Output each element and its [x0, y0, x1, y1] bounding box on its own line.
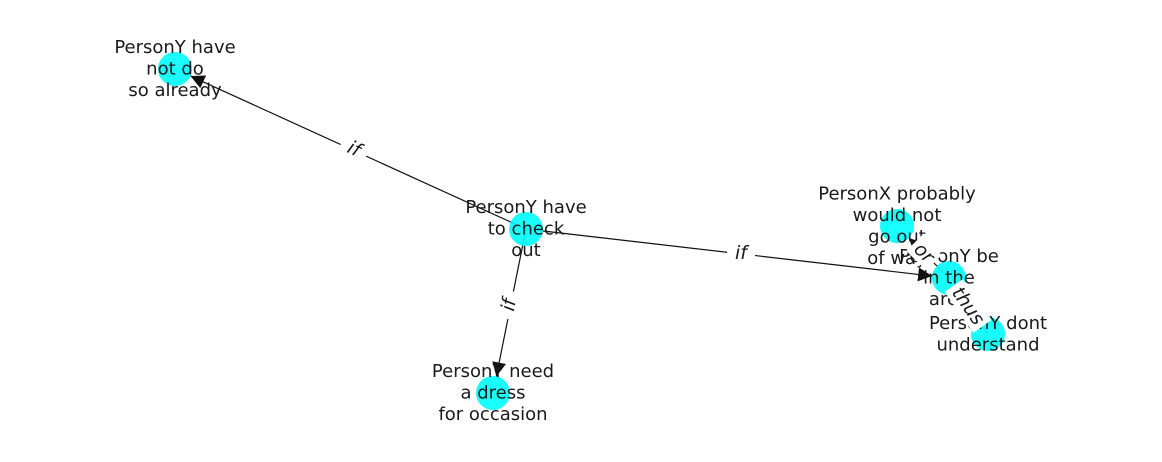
edge-label-group: if — [495, 289, 523, 321]
node-label-line: out — [511, 240, 540, 261]
node-label-line: understand — [936, 334, 1039, 355]
node-label-line: PersonY need — [432, 361, 554, 382]
edge-label-background — [495, 289, 523, 321]
node-label-line: PersonX probably — [818, 183, 976, 204]
node-go_out — [880, 209, 914, 243]
node-label-line: not do — [146, 59, 204, 80]
node-label-line: to check — [488, 219, 565, 240]
node-label-line: PersonY have — [465, 197, 586, 218]
edge-label-background — [727, 242, 755, 264]
edge-label-group: if — [336, 133, 372, 165]
node-check_out — [509, 212, 543, 246]
node-not_do — [158, 52, 192, 86]
node-label-line: go out — [868, 226, 926, 247]
node-label-line: PersonY have — [114, 37, 235, 58]
edge-label-background — [944, 279, 992, 333]
edge-label-background — [336, 133, 372, 165]
node-label-line: for occasion — [438, 404, 547, 425]
node-label-line: a dress — [460, 383, 525, 404]
node-dress — [476, 376, 510, 410]
node-label-line: would not — [853, 205, 942, 226]
edge-label: if — [735, 242, 750, 264]
node-label-line: so already — [128, 80, 222, 101]
edge-label-group: if — [727, 242, 755, 264]
node-label-line: PersonY dont — [929, 313, 1047, 334]
edge-label-background — [906, 235, 942, 271]
